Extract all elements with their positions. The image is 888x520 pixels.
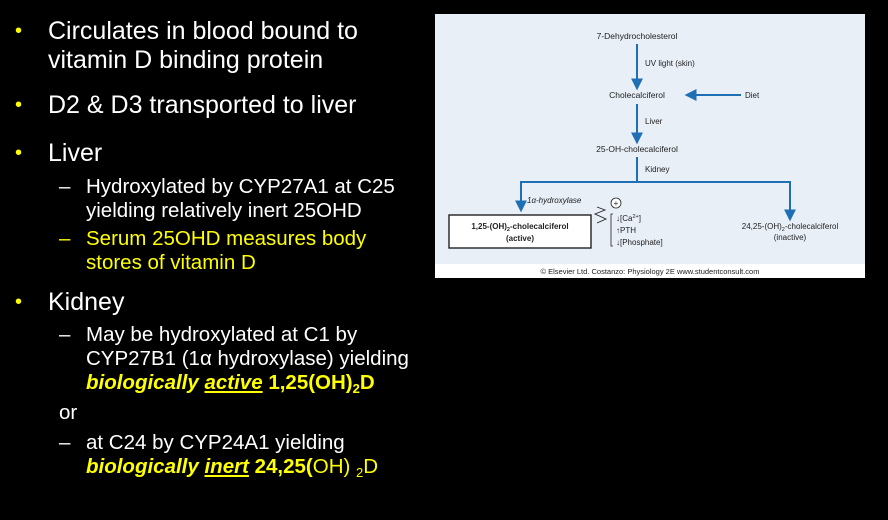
label-1a-hydroxylase: 1α-hydroxylase bbox=[527, 196, 582, 205]
bullet-transport: • D2 & D3 transported to liver bbox=[15, 91, 357, 120]
biologically-text: biologically bbox=[86, 371, 199, 394]
inert-line: biologically inert 24,25(OH) 2D bbox=[86, 455, 378, 479]
node-25-oh-cholecalciferol: 25-OH-cholecalciferol bbox=[596, 144, 678, 154]
label-uv-light: UV light (skin) bbox=[645, 59, 695, 68]
bullet-dot: • bbox=[15, 142, 23, 164]
sub-bullet-text: at C24 by CYP24A1 yielding bbox=[86, 431, 345, 454]
inert-text: inert bbox=[204, 455, 249, 478]
sub-bullet-c1: – May be hydroxylated at C1 by CYP27B1 (… bbox=[59, 323, 466, 395]
compound-active: 1,25(OH)2D bbox=[268, 371, 375, 396]
sub-bullet-text: stores of vitamin D bbox=[86, 251, 256, 274]
sub-bullet-text: Serum 25OHD measures body bbox=[86, 227, 367, 250]
inactive-tag: (inactive) bbox=[774, 233, 807, 242]
label-liver: Liver bbox=[645, 117, 663, 126]
node-7-dehydrocholesterol: 7-Dehydrocholesterol bbox=[597, 31, 678, 41]
active-text: active bbox=[204, 371, 263, 394]
sub-bullet-text: Hydroxylated by CYP27A1 at C25 bbox=[86, 175, 395, 198]
regulator-pth: ↑PTH bbox=[616, 226, 636, 235]
biologically-text: biologically bbox=[86, 455, 199, 478]
node-cholecalciferol: Cholecalciferol bbox=[609, 90, 665, 100]
sub-bullet-dash: – bbox=[59, 227, 71, 250]
active-tag: (active) bbox=[506, 234, 534, 243]
sub-bullet-c24: – at C24 by CYP24A1 yielding biologicall… bbox=[59, 431, 378, 479]
figure-credit: © Elsevier Ltd. Costanzo: Physiology 2E … bbox=[541, 267, 760, 276]
sub-bullet-text: May be hydroxylated at C1 by bbox=[86, 323, 358, 346]
sub-bullet-dash: – bbox=[59, 431, 71, 454]
regulation-zigzag-icon bbox=[593, 206, 608, 224]
stimulation-plus-icon bbox=[610, 197, 622, 209]
regulator-bracket bbox=[610, 213, 613, 247]
inactive-compound-label: 24,25-(OH)2-cholecalciferol bbox=[742, 222, 839, 233]
sub-bullet-dash: – bbox=[59, 175, 71, 198]
sub-bullet-serum: – Serum 25OHD measures body stores of vi… bbox=[59, 227, 367, 275]
regulator-calcium: ↓[Ca2+] bbox=[616, 214, 641, 223]
active-box bbox=[448, 214, 592, 249]
active-compound-label: 1,25-(OH)2-cholecalciferol bbox=[471, 222, 568, 233]
bullet-text: Kidney bbox=[48, 288, 125, 316]
metabolism-diagram: 7-Dehydrocholesterol UV light (skin) Cho… bbox=[435, 14, 865, 278]
bullet-text: Circulates in blood bound to bbox=[48, 17, 358, 45]
bullet-text: vitamin D binding protein bbox=[48, 46, 324, 74]
plus-sign: + bbox=[614, 199, 619, 208]
bullet-liver: • Liver bbox=[15, 139, 103, 168]
bullet-kidney: • Kidney bbox=[15, 288, 125, 317]
or-text: or bbox=[59, 401, 78, 424]
bullet-text: Liver bbox=[48, 139, 103, 167]
regulator-phosphate: ↓[Phosphate] bbox=[616, 238, 663, 247]
bullet-dot: • bbox=[15, 291, 23, 313]
sub-bullet-text: CYP27B1 (1α hydroxylase) yielding bbox=[86, 347, 409, 370]
credit-strip bbox=[435, 264, 865, 278]
arrow-to-active bbox=[515, 181, 637, 213]
compound-inert: 24,25(OH) 2D bbox=[254, 455, 379, 480]
sub-bullet-text: yielding relatively inert 25OHD bbox=[86, 199, 362, 222]
bullet-circulates: • Circulates in blood bound to vitamin D… bbox=[15, 17, 358, 75]
vitamin-d-metabolism-figure: 7-Dehydrocholesterol UV light (skin) Cho… bbox=[435, 14, 865, 278]
arrow-to-inactive bbox=[637, 181, 796, 222]
sub-bullet-hydroxylated: – Hydroxylated by CYP27A1 at C25 yieldin… bbox=[59, 175, 395, 223]
bullet-text: D2 & D3 transported to liver bbox=[48, 91, 357, 119]
label-diet: Diet bbox=[745, 91, 760, 100]
active-line: biologically active 1,25(OH)2D bbox=[86, 371, 466, 395]
bullet-dot: • bbox=[15, 94, 23, 116]
label-kidney: Kidney bbox=[645, 165, 669, 174]
bullet-dot: • bbox=[15, 20, 23, 42]
sub-bullet-dash: – bbox=[59, 323, 71, 346]
